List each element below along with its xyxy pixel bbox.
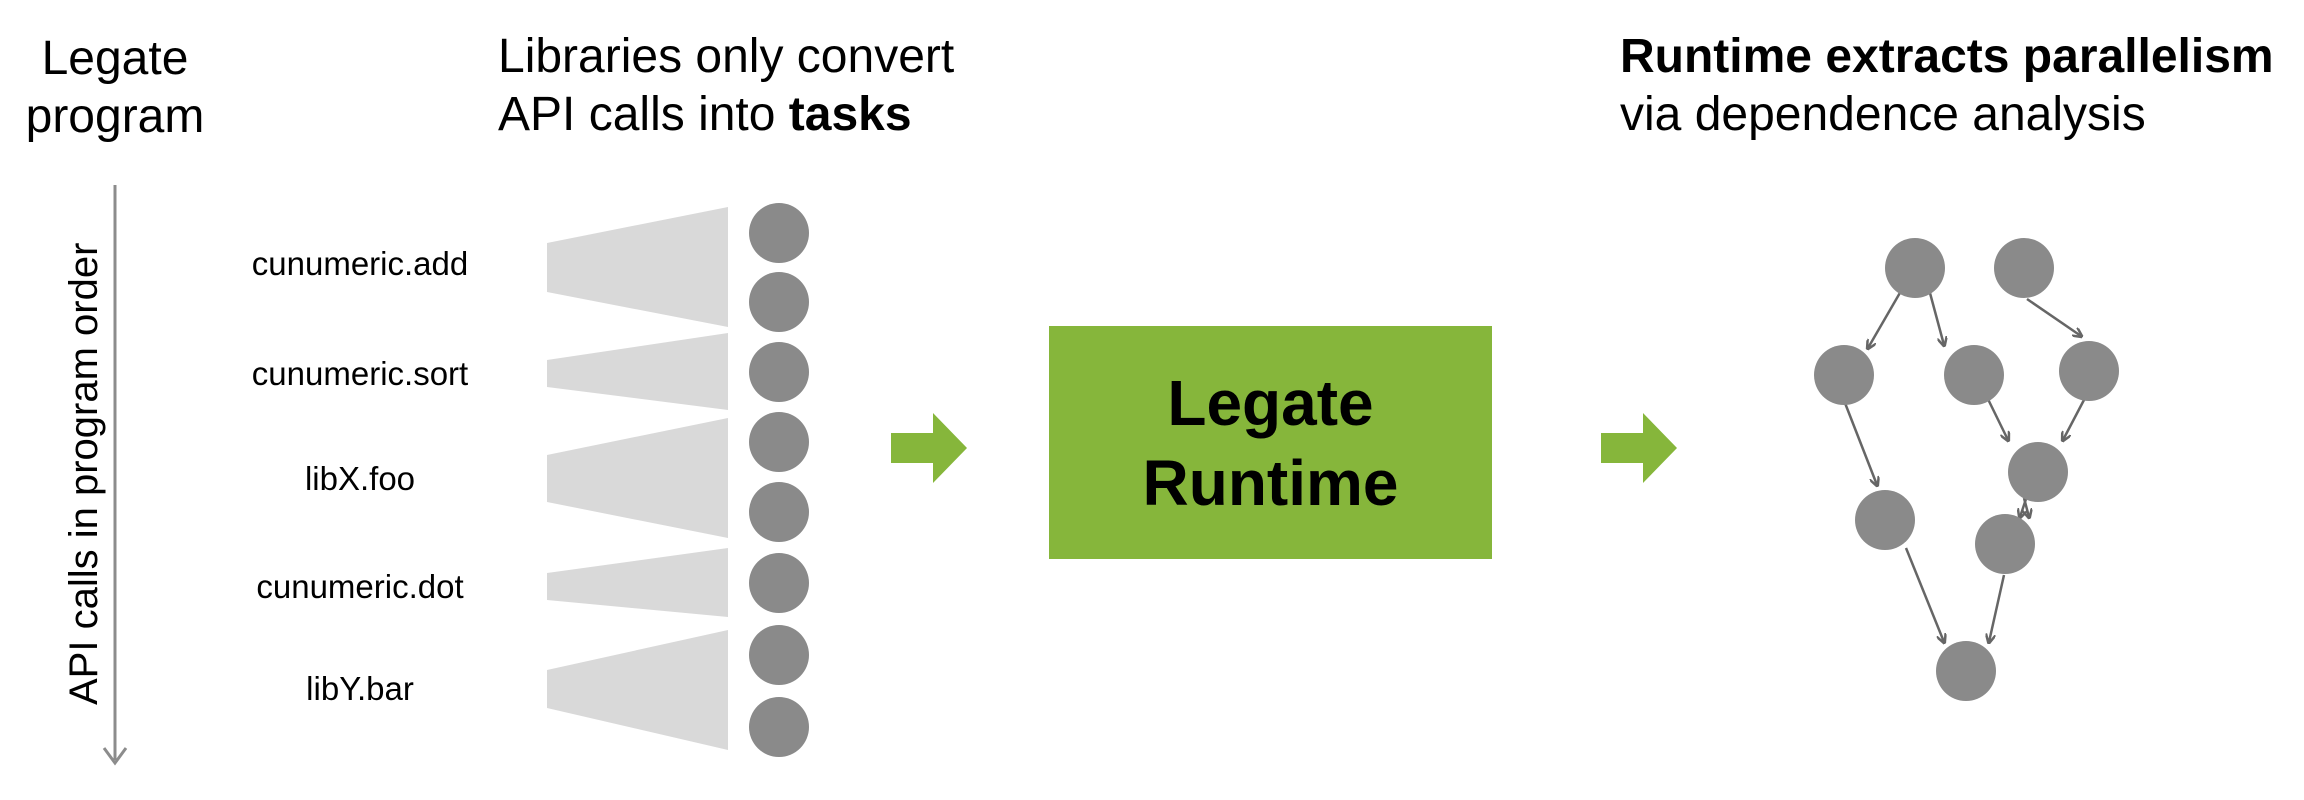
graph-node	[1814, 345, 1874, 405]
graph-node	[1885, 238, 1945, 298]
task-node	[749, 697, 809, 757]
legate-program-line2: program	[25, 90, 205, 143]
legate-program-line1: Legate	[41, 32, 189, 85]
task-node	[749, 203, 809, 263]
legate-runtime-box-bg	[1049, 326, 1492, 559]
graph-node	[1944, 345, 2004, 405]
graph-node	[2059, 341, 2119, 401]
task-funnel	[547, 418, 728, 538]
task-node	[749, 553, 809, 613]
libraries-caption: Libraries only convert API calls into ta…	[498, 28, 954, 144]
graph-node	[1855, 490, 1915, 550]
task-funnel	[547, 630, 728, 750]
graph-node	[1994, 238, 2054, 298]
libraries-caption-line1: Libraries only convert	[498, 30, 955, 83]
runtime-box-line2: Runtime	[1142, 446, 1399, 519]
task-funnel	[547, 207, 728, 327]
legate-program-label: Legate program	[10, 30, 220, 146]
green-arrow-icon	[1601, 413, 1677, 483]
task-node	[749, 625, 809, 685]
libraries-caption-line2: API calls into tasks	[498, 86, 954, 144]
program-order-axis	[102, 185, 128, 766]
task-node	[749, 482, 809, 542]
runtime-box-line1: Legate	[1167, 366, 1374, 439]
task-funnel	[547, 548, 728, 617]
legate-runtime-box: Legate Runtime	[1049, 326, 1492, 559]
api-call-label: libY.bar	[306, 670, 414, 707]
api-call-label: cunumeric.sort	[251, 355, 469, 392]
task-node	[749, 342, 809, 402]
task-node	[749, 412, 809, 472]
task-node	[749, 272, 809, 332]
graph-node	[1936, 641, 1996, 701]
task-funnel	[547, 333, 728, 410]
api-call-label: cunumeric.dot	[256, 568, 464, 605]
runtime-caption-line1: Runtime extracts parallelism	[1620, 30, 2274, 83]
runtime-caption-line2: via dependence analysis	[1620, 88, 2146, 141]
dependence-edges	[1843, 290, 2087, 642]
graph-node	[2008, 442, 2068, 502]
green-arrow-icon	[891, 413, 967, 483]
libraries-caption-line2-prefix: API calls into	[498, 88, 789, 141]
libraries-caption-tasks: tasks	[788, 88, 912, 141]
api-call-label: libX.foo	[304, 460, 416, 497]
graph-node	[1975, 514, 2035, 574]
runtime-caption: Runtime extracts parallelism via depende…	[1620, 28, 2274, 144]
api-call-label: cunumeric.add	[251, 245, 469, 282]
